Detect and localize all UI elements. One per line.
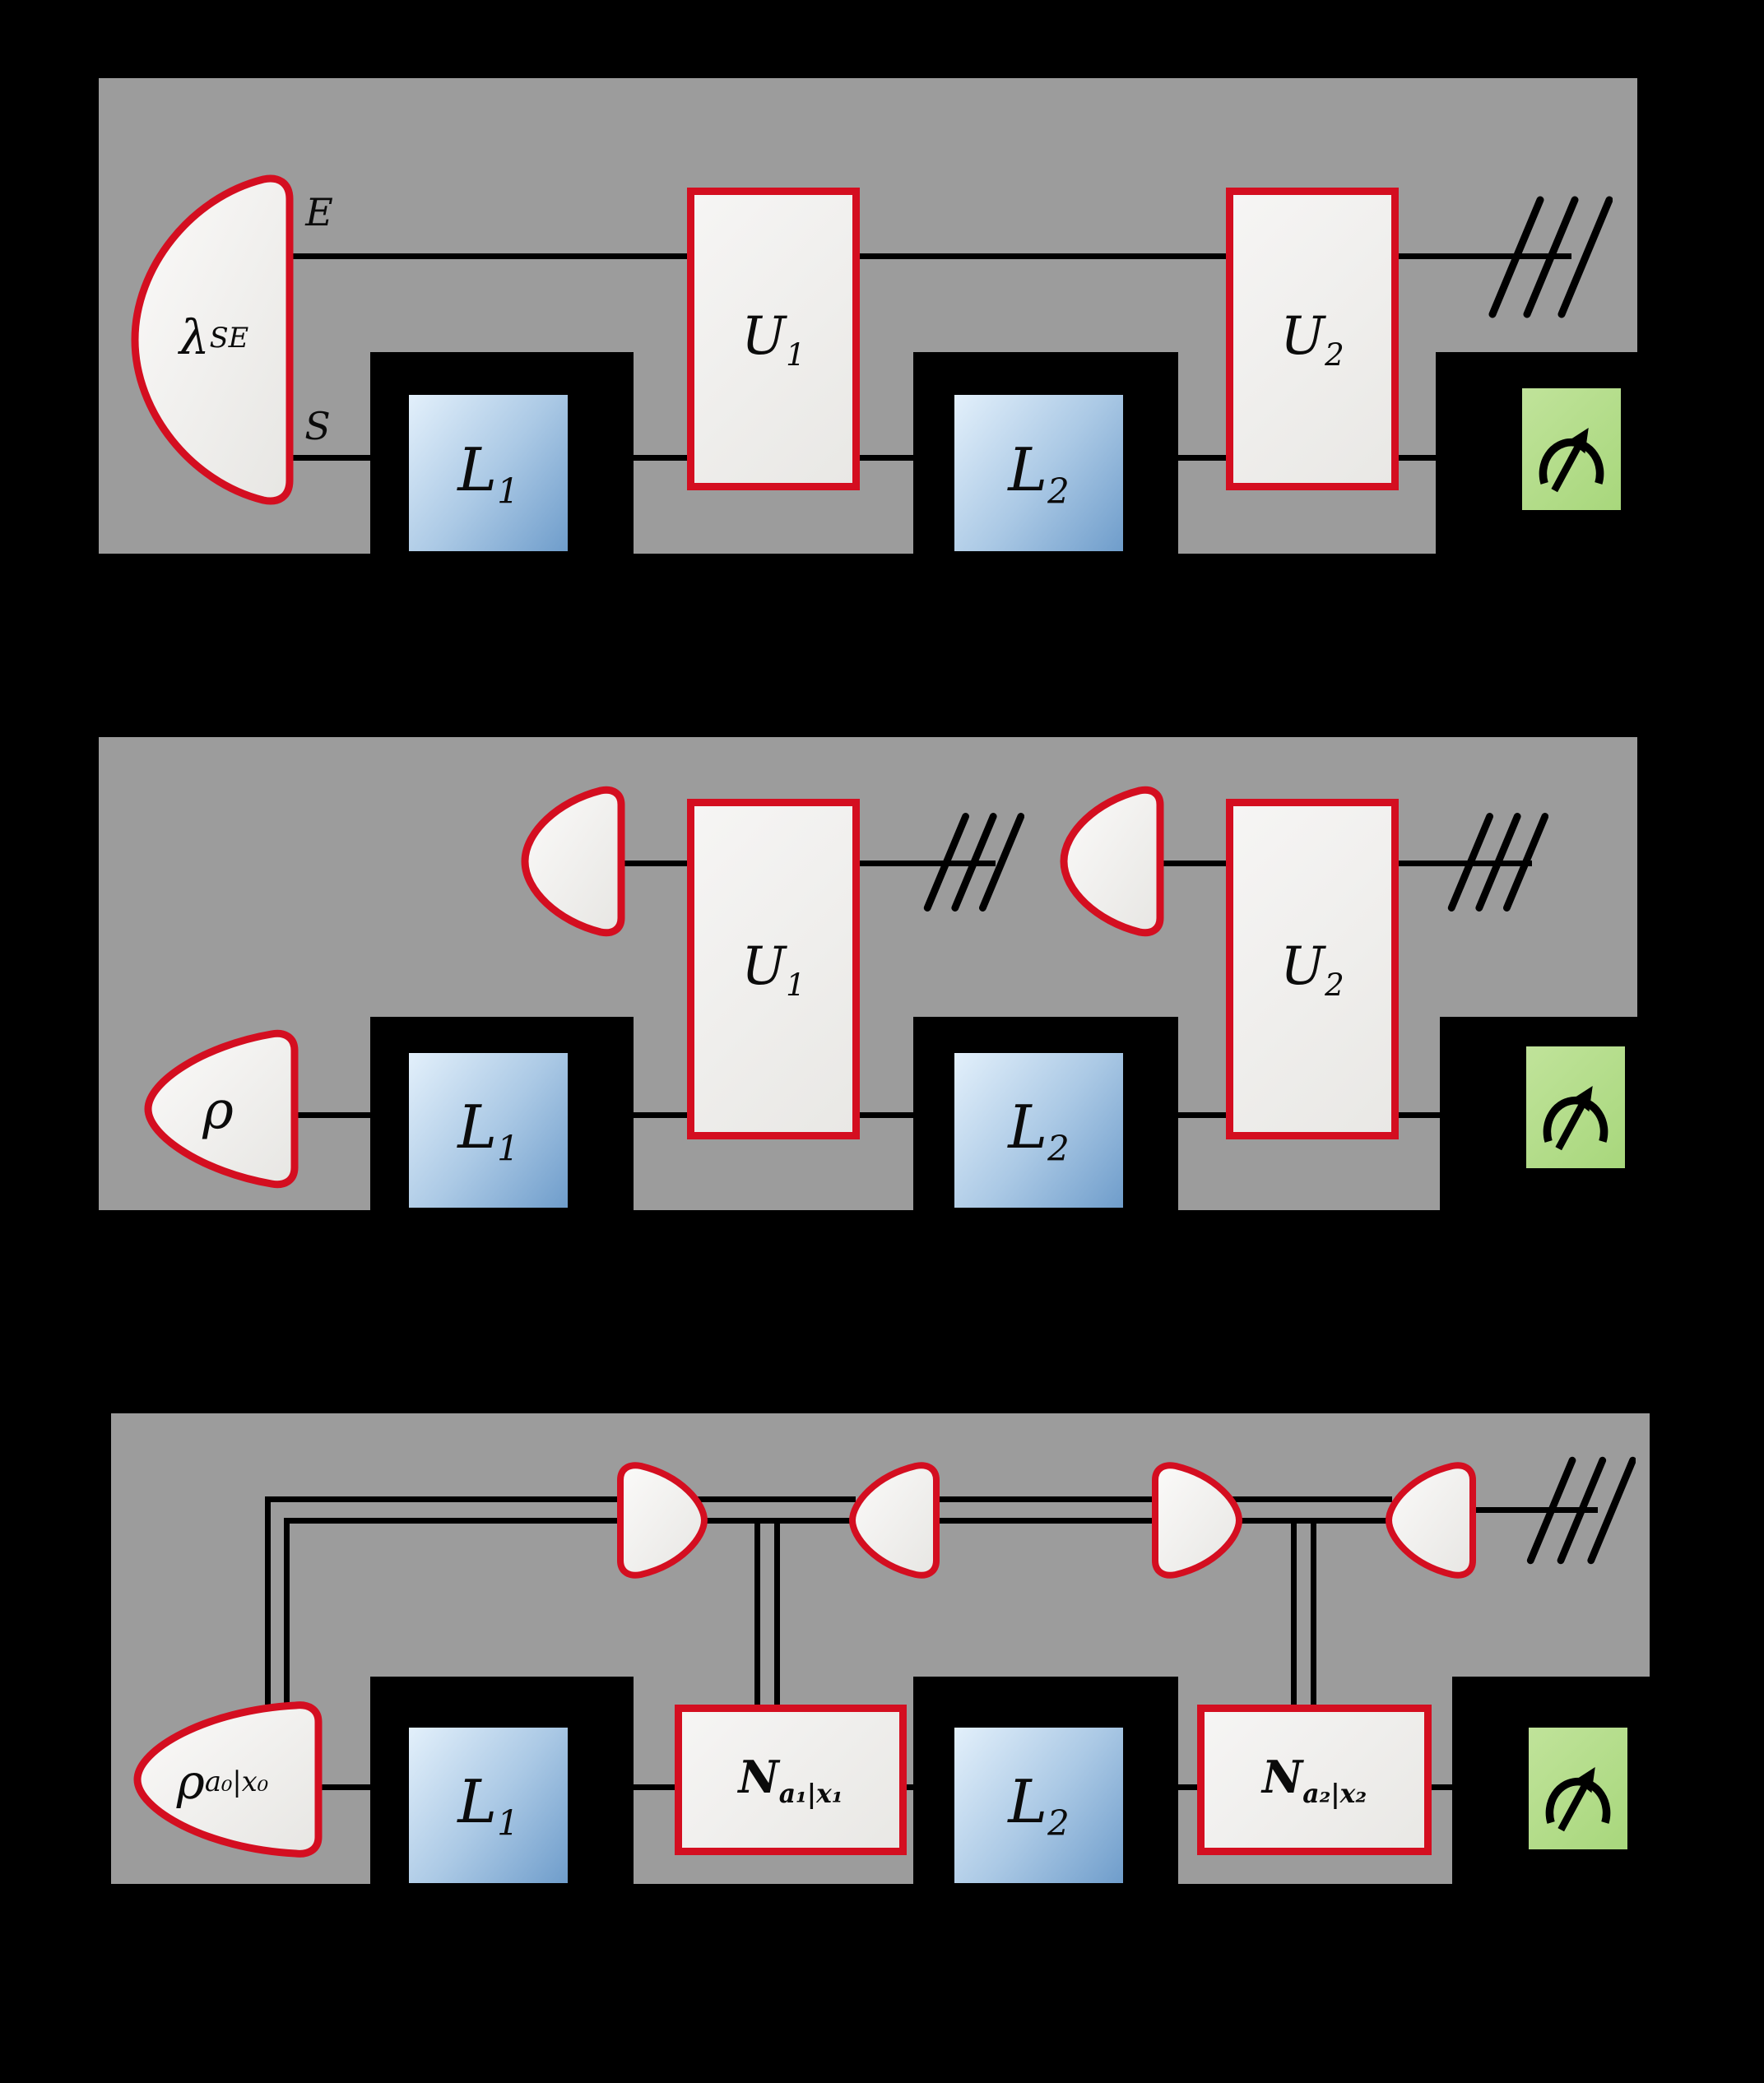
ancilla-wire-segment: [621, 861, 687, 866]
instrument-box-n2: Na₂|x₂: [1197, 1705, 1432, 1855]
ancilla-wire-segment: [860, 861, 996, 866]
sys-wire-segment: [295, 1112, 411, 1118]
map-box-l1: L1: [409, 1053, 568, 1208]
memory-state-shape: [848, 1462, 940, 1579]
classical-wire-vertical: [265, 1496, 271, 1705]
env-wire-segment: [290, 253, 687, 259]
ancilla-wire-segment: [1160, 861, 1226, 866]
sys-wire-segment: [1123, 1112, 1226, 1118]
ancilla-wire-segment: [1399, 861, 1532, 866]
sys-wire-segment: [1429, 1784, 1532, 1790]
unitary-box-u1: U1: [687, 799, 860, 1139]
env-wire-segment: [1399, 253, 1571, 259]
classical-wire-horizontal: [265, 1496, 619, 1502]
sys-wire-segment: [1121, 1784, 1201, 1790]
sys-wire-segment: [1123, 455, 1226, 461]
discard-icon: [1488, 196, 1613, 318]
map-box-l1: L1: [409, 1728, 568, 1883]
sys-wire-segment: [860, 1112, 954, 1118]
classical-wire-horizontal: [1232, 1496, 1392, 1502]
unitary-box-u2: U2: [1226, 188, 1399, 490]
unitary-box-u2: U2: [1226, 799, 1399, 1139]
measurement-box: [1526, 1046, 1625, 1168]
sys-wire-segment: [1399, 1112, 1528, 1118]
classical-wire-vertical: [1291, 1518, 1297, 1705]
map-box-l1: L1: [409, 395, 568, 551]
classical-wire-horizontal: [284, 1518, 619, 1524]
classical-wire-vertical: [754, 1518, 760, 1705]
classical-wire-horizontal: [936, 1496, 1155, 1502]
sys-wire-segment: [317, 1784, 411, 1790]
measurement-box: [1529, 1728, 1627, 1849]
instrument-box-n1: Na₁|x₁: [675, 1705, 907, 1855]
classical-wire-horizontal: [1473, 1507, 1598, 1513]
map-box-l2: L2: [954, 395, 1123, 551]
meter-icon: [1545, 1767, 1611, 1832]
memory-state-shape: [1385, 1462, 1476, 1579]
discard-icon: [1447, 813, 1548, 912]
classical-wire-vertical: [774, 1518, 780, 1705]
panel-a-background: [99, 78, 1637, 554]
classical-wire-horizontal: [698, 1496, 856, 1502]
sys-wire-segment: [903, 1784, 956, 1790]
memory-effect-shape: [617, 1462, 708, 1579]
sys-wire-segment: [568, 455, 687, 461]
meter-icon: [1539, 428, 1604, 493]
env-wire-segment: [860, 253, 1226, 259]
map-box-l2: L2: [954, 1053, 1123, 1208]
sys-wire-segment: [1399, 455, 1526, 461]
map-box-l2: L2: [954, 1728, 1123, 1883]
sys-wire-segment: [568, 1112, 687, 1118]
memory-effect-shape: [1152, 1462, 1243, 1579]
classical-wire-horizontal: [936, 1518, 1155, 1524]
meter-icon: [1543, 1086, 1608, 1151]
state-shape-lambda-se: [131, 174, 294, 505]
ancilla-state-shape: [521, 786, 625, 937]
sys-wire-segment: [568, 1784, 679, 1790]
state-shape-rho: [144, 1029, 299, 1189]
unitary-box-u1: U1: [687, 188, 860, 490]
classical-wire-vertical: [1311, 1518, 1316, 1705]
discard-icon: [1526, 1456, 1636, 1565]
sys-wire-segment: [290, 455, 411, 461]
classical-wire-vertical: [284, 1518, 290, 1705]
measurement-box: [1522, 388, 1621, 510]
discard-icon: [923, 813, 1024, 912]
state-shape-rho-a0x0: [133, 1701, 323, 1858]
panel-b-background: [99, 737, 1637, 1210]
ancilla-state-shape: [1060, 786, 1164, 937]
sys-wire-segment: [860, 455, 954, 461]
